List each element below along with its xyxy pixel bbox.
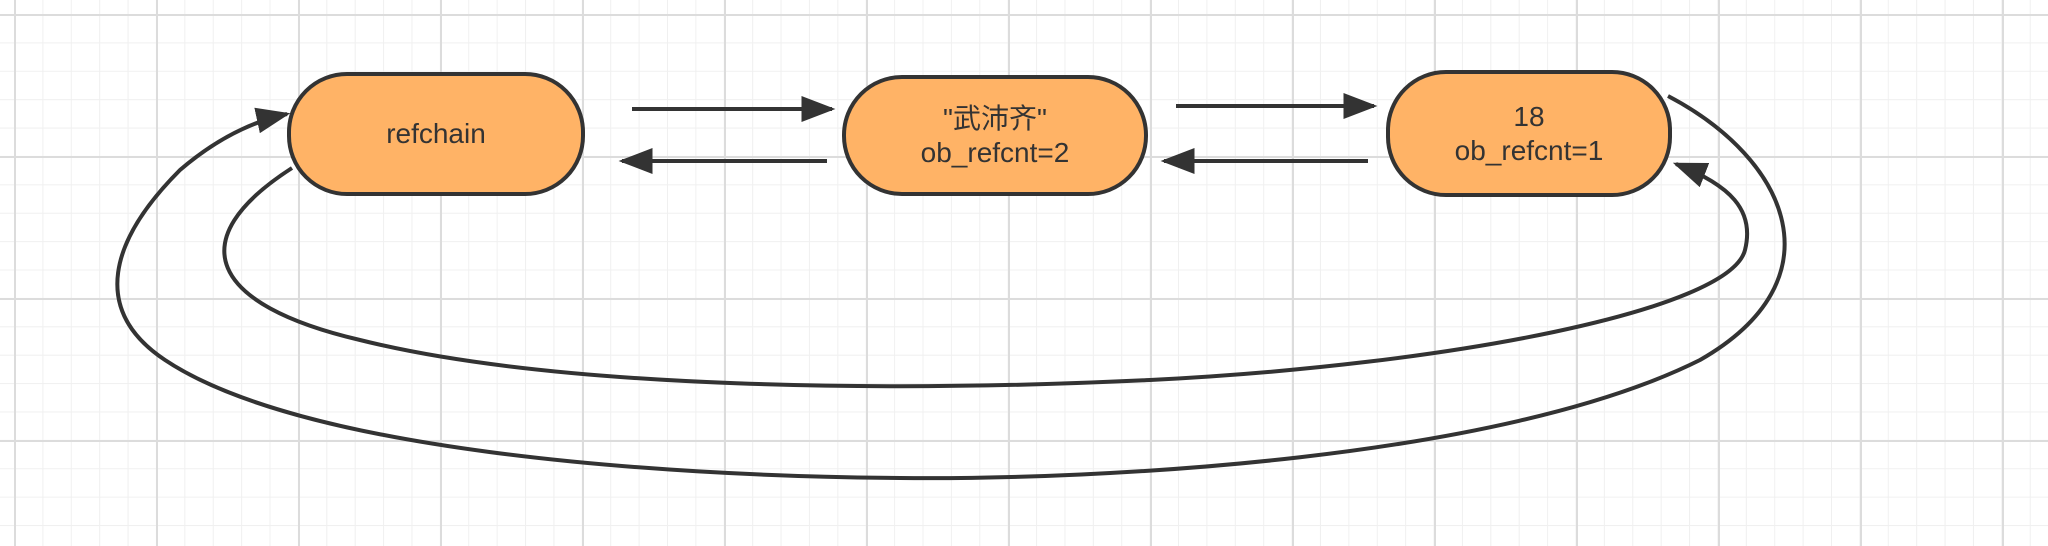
loop-arrow-int-to-refchain <box>115 94 1787 481</box>
node-string-object-refcnt: ob_refcnt=2 <box>920 136 1070 168</box>
node-string-object-value: "武沛齐" <box>943 102 1047 134</box>
loop-arrow-refchain-to-int <box>222 162 1750 389</box>
node-int-object: 18 ob_refcnt=1 <box>1386 70 1672 197</box>
node-int-object-value: 18 <box>1513 100 1545 132</box>
node-refchain: refchain <box>287 72 585 196</box>
node-refchain-label: refchain <box>386 118 486 149</box>
node-int-object-refcnt: ob_refcnt=1 <box>1454 134 1604 166</box>
node-string-object: "武沛齐" ob_refcnt=2 <box>842 75 1148 196</box>
